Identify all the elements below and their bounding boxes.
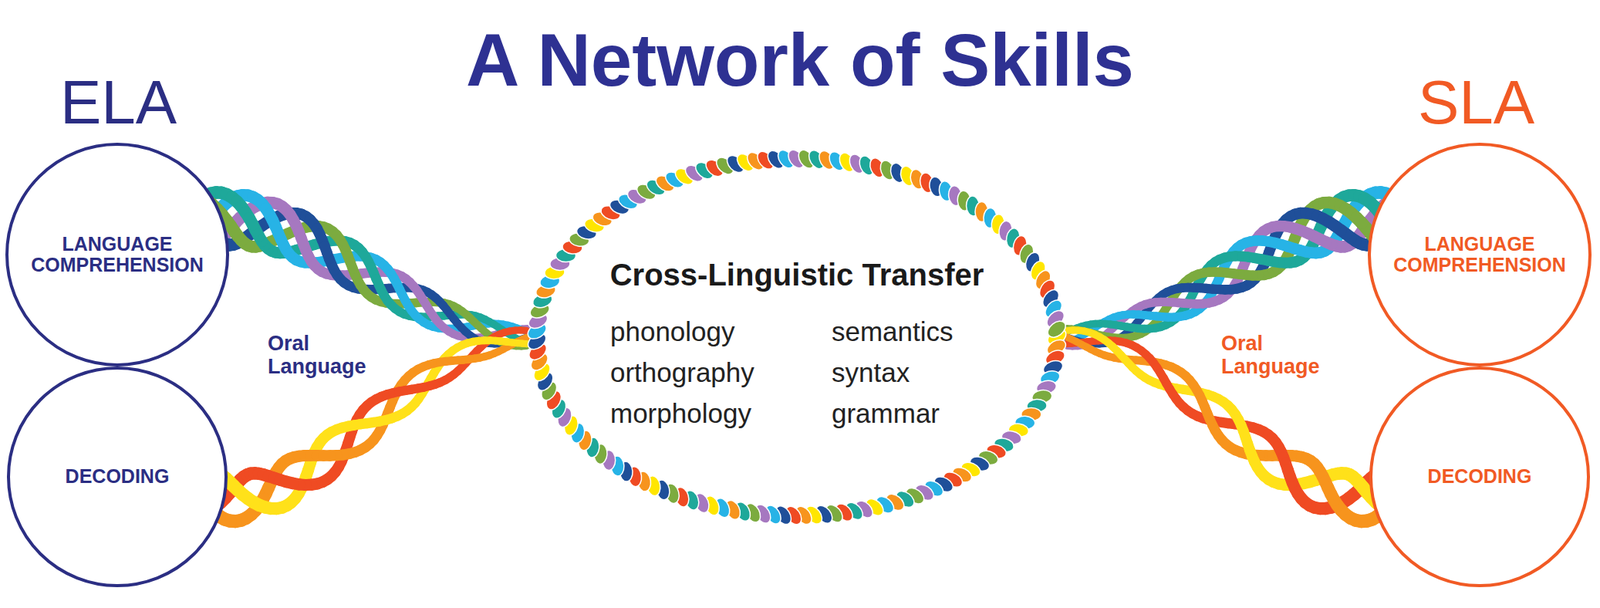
braid-strand bbox=[1227, 273, 1234, 274]
braid-strand bbox=[1281, 244, 1288, 247]
circle-label: DECODING bbox=[1383, 465, 1577, 487]
term-item: grammar bbox=[831, 397, 940, 430]
braid-strand bbox=[376, 279, 379, 286]
group-heading: SLA bbox=[1417, 71, 1535, 134]
braid-strand bbox=[426, 305, 430, 311]
label-slot: Oral Language bbox=[1221, 332, 1337, 379]
braid-strand bbox=[350, 262, 353, 269]
braid-strand bbox=[1356, 217, 1362, 223]
braid-strand bbox=[1329, 222, 1336, 227]
circle-node: DECODING bbox=[1369, 366, 1590, 587]
circle-node: LANGUAGE COMPREHENSION bbox=[5, 142, 230, 367]
text-slot: grammar bbox=[831, 397, 940, 430]
braid-strand bbox=[1178, 298, 1185, 308]
braid-strand bbox=[452, 355, 459, 365]
braid-strand bbox=[1254, 257, 1261, 260]
text-slot: orthography bbox=[610, 356, 755, 389]
term-item: morphology bbox=[610, 397, 752, 430]
braid-strand bbox=[1302, 230, 1309, 234]
title-slot: A Network of Skills bbox=[0, 23, 1600, 98]
strand-label: Oral Language bbox=[267, 332, 384, 379]
braid-strand bbox=[520, 326, 527, 335]
braid-strand bbox=[1121, 326, 1128, 328]
diagram-title: A Network of Skills bbox=[465, 23, 1135, 98]
term-item: syntax bbox=[831, 356, 910, 389]
braid-strand bbox=[1150, 311, 1157, 321]
circle-node: LANGUAGE COMPREHENSION bbox=[1367, 142, 1592, 367]
braid-strand bbox=[1066, 337, 1073, 340]
term-item: phonology bbox=[610, 315, 736, 348]
braid-strand bbox=[1287, 469, 1290, 476]
braid-strand bbox=[324, 246, 328, 253]
label-slot: SLA bbox=[1417, 71, 1535, 134]
braid-strand bbox=[1202, 401, 1206, 408]
braid-strand bbox=[511, 335, 517, 338]
braid-strand bbox=[286, 481, 293, 483]
braid-strand bbox=[323, 449, 331, 461]
text-slot: semantics bbox=[831, 315, 954, 348]
rope-ellipse-node: Cross-Linguistic Transfer phonology orthog… bbox=[526, 148, 1067, 526]
braid-strand bbox=[243, 494, 249, 499]
braid-strand bbox=[482, 329, 487, 334]
circle-label: LANGUAGE COMPREHENSION bbox=[20, 233, 214, 276]
label-slot: ELA bbox=[60, 71, 177, 134]
braid-strand bbox=[453, 318, 458, 324]
node-heading: Cross-Linguistic Transfer bbox=[610, 256, 985, 294]
braid-connector bbox=[196, 330, 528, 522]
braid-strand bbox=[1113, 347, 1118, 352]
braid-strand bbox=[275, 226, 278, 233]
braid-strand bbox=[1066, 337, 1073, 339]
braid-strand bbox=[411, 388, 419, 389]
text-slot: Cross-Linguistic Transfer bbox=[526, 256, 1067, 294]
circle-label: LANGUAGE COMPREHENSION bbox=[1383, 233, 1577, 276]
strand-label: Oral Language bbox=[1221, 332, 1337, 379]
rope-bead bbox=[1044, 317, 1069, 341]
label-slot: Oral Language bbox=[267, 332, 384, 379]
braid-strand bbox=[402, 295, 406, 301]
braid-strand bbox=[1327, 487, 1331, 494]
braid-connector bbox=[1066, 192, 1404, 347]
term-item: orthography bbox=[610, 356, 755, 389]
rope-outline bbox=[526, 148, 1067, 526]
braid-strand bbox=[1160, 372, 1164, 379]
group-heading: ELA bbox=[60, 71, 177, 134]
braid-connector bbox=[194, 192, 528, 347]
circle-label: DECODING bbox=[20, 465, 214, 487]
text-slot: phonology bbox=[610, 315, 736, 348]
text-slot: morphology bbox=[610, 397, 752, 430]
text-slot: syntax bbox=[831, 356, 910, 389]
term-item: semantics bbox=[831, 315, 954, 348]
braid-strand bbox=[501, 337, 507, 345]
braid-strand bbox=[1200, 283, 1207, 294]
braid-strand bbox=[1245, 437, 1249, 444]
circle-node: DECODING bbox=[6, 366, 227, 587]
braid-strand bbox=[249, 218, 253, 225]
braid-strand bbox=[301, 238, 304, 245]
braid-connector bbox=[1066, 330, 1401, 522]
braid-strand bbox=[367, 421, 374, 423]
